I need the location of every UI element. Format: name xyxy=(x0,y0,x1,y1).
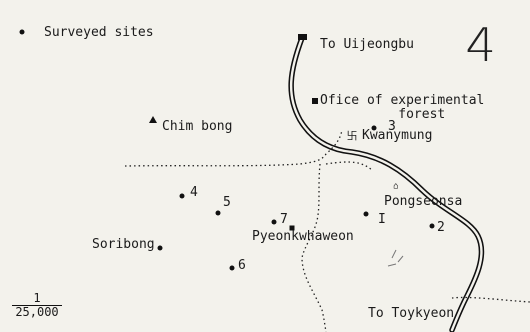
map-scale: 1 25,000 xyxy=(10,292,64,319)
site-1-dot xyxy=(363,211,369,217)
site-6-label: 6 xyxy=(238,258,246,273)
label-to-uijeongbu: To Uijeongbu xyxy=(320,37,414,52)
peak-triangle-icon xyxy=(149,116,157,123)
label-to-toykyeon: To Toykyeon xyxy=(368,306,455,321)
scale-denominator: 25,000 xyxy=(15,305,59,319)
site-3-dot xyxy=(371,125,377,131)
label-chim-bong: Chim bong xyxy=(162,119,233,134)
site-4-label: 4 xyxy=(190,185,198,200)
scale-numerator: 1 xyxy=(33,291,41,305)
road-line xyxy=(288,35,485,332)
site-3-label: 3 xyxy=(388,119,396,134)
boundary-line xyxy=(301,163,327,332)
boundary-line xyxy=(124,129,343,167)
site-2-label: 2 xyxy=(437,220,445,235)
label-pyeonkwhaweon: Pyeonkwhaweon xyxy=(252,229,354,244)
site-5-dot xyxy=(215,210,221,216)
site-2-dot xyxy=(429,223,435,229)
site-5-label: 5 xyxy=(223,195,231,210)
legend-dot-icon xyxy=(19,29,25,35)
site-7-label: 7 xyxy=(280,212,288,227)
temple-swastika-icon: 卐 xyxy=(346,129,358,143)
label-soribong: Soribong xyxy=(92,237,155,252)
office-square-icon xyxy=(312,98,318,104)
label-pongseonsa: Pongseonsa xyxy=(384,194,463,209)
site-4-dot xyxy=(179,193,185,199)
temple-house-icon: ⌂ xyxy=(393,181,399,192)
road-end-cap-icon xyxy=(298,34,307,40)
site-6-dot xyxy=(229,265,235,271)
soribong-dot xyxy=(157,245,163,251)
boundary-line xyxy=(451,296,530,303)
label-office: Ofice of experimental forest xyxy=(320,93,485,122)
site-1-label: I xyxy=(378,212,386,227)
scale-bar xyxy=(12,305,62,306)
label-kwanymung: Kwanymung xyxy=(362,128,433,143)
site-7-dot xyxy=(271,219,277,225)
legend-label: Surveyed sites xyxy=(44,25,154,40)
boundary-line xyxy=(325,161,373,171)
panel-number: 4 xyxy=(465,18,497,72)
village-square-icon xyxy=(289,225,295,231)
